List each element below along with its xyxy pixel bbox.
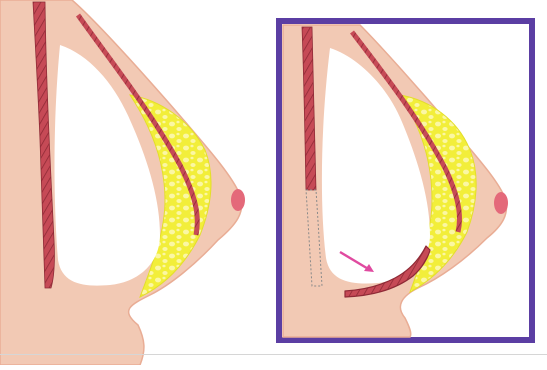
right-nipple: [494, 192, 508, 214]
left-nipple: [231, 189, 245, 211]
left-breast-cross-section: [0, 0, 245, 365]
right-panel: [279, 21, 532, 340]
bottom-divider: [0, 354, 547, 355]
